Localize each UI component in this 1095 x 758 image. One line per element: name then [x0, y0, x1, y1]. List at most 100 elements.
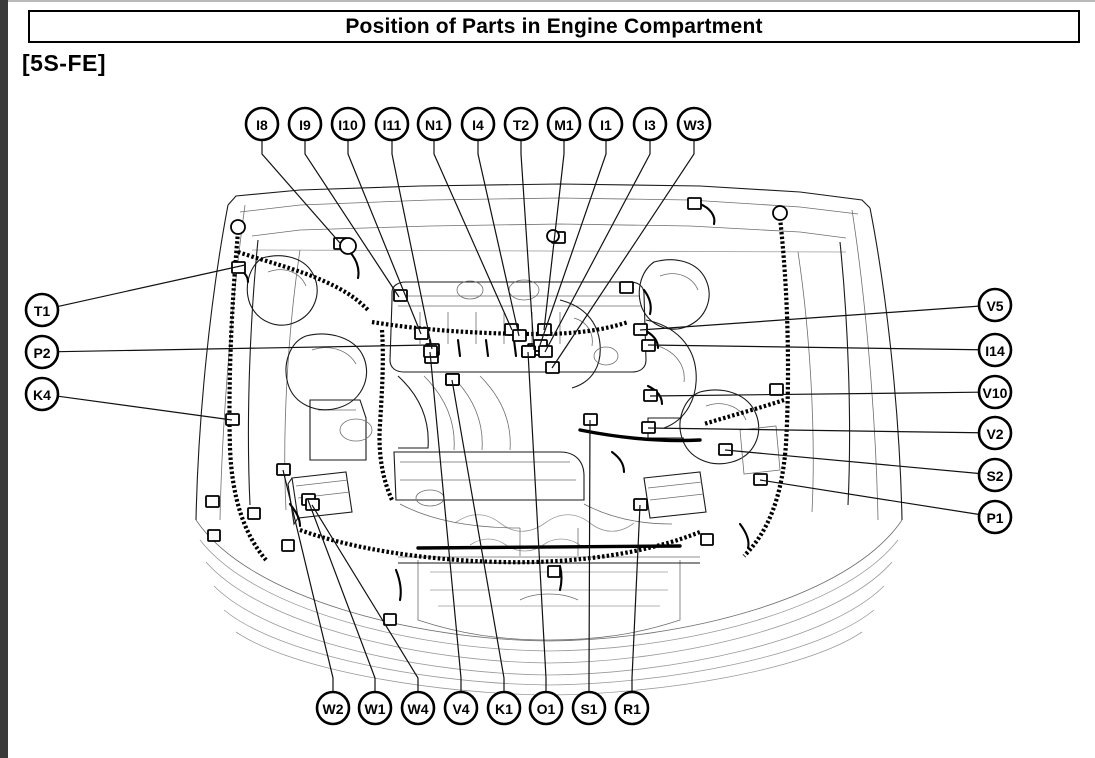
leader-line-w2 [282, 469, 334, 692]
callout-w1[interactable]: W1 [357, 690, 393, 726]
leader-line-m1 [543, 140, 565, 331]
vehicle-body-outline [195, 183, 903, 696]
callout-circle-v10[interactable] [977, 374, 1013, 410]
callout-label-w1: W1 [365, 701, 386, 717]
callout-i14[interactable]: I14 [977, 332, 1013, 368]
callout-circle-i9[interactable] [287, 106, 323, 142]
callout-w2[interactable]: W2 [315, 690, 351, 726]
leader-line-w4 [311, 504, 419, 692]
callout-v2[interactable]: V2 [977, 415, 1013, 451]
callout-label-s2: S2 [986, 468, 1003, 484]
callout-label-o1: O1 [537, 701, 556, 717]
callout-w4[interactable]: W4 [400, 690, 436, 726]
callout-i1[interactable]: I1 [588, 106, 624, 142]
leader-line-i1 [539, 140, 607, 346]
leader-line-k4 [57, 395, 233, 421]
callout-t2[interactable]: T2 [503, 106, 539, 142]
callout-circle-i3[interactable] [632, 106, 668, 142]
callout-i10[interactable]: I10 [330, 106, 366, 142]
callout-i4[interactable]: I4 [460, 106, 496, 142]
callout-p2[interactable]: P2 [24, 334, 60, 370]
callout-circle-w1[interactable] [357, 690, 393, 726]
callout-label-i4: I4 [472, 117, 484, 133]
callout-label-p1: P1 [986, 510, 1003, 526]
callout-s2[interactable]: S2 [977, 457, 1013, 493]
callout-s1[interactable]: S1 [571, 690, 607, 726]
callout-label-w2: W2 [323, 701, 344, 717]
callout-label-s1: S1 [580, 701, 597, 717]
callout-circle-n1[interactable] [416, 106, 452, 142]
page-title-box: Position of Parts in Engine Compartment [28, 10, 1080, 43]
callout-r1[interactable]: R1 [614, 690, 650, 726]
callout-circle-k4[interactable] [24, 376, 60, 412]
callout-circle-p1[interactable] [977, 499, 1013, 535]
leader-line-v5 [639, 305, 980, 331]
callout-circle-i4[interactable] [460, 106, 496, 142]
callout-t1[interactable]: T1 [24, 292, 60, 328]
callout-label-w3: W3 [684, 117, 705, 133]
callout-label-t1: T1 [34, 303, 51, 319]
leader-line-s2 [724, 449, 980, 475]
callout-circle-i10[interactable] [330, 106, 366, 142]
callout-label-t2: T2 [513, 117, 530, 133]
leader-line-v10 [649, 391, 980, 397]
callout-circle-w4[interactable] [400, 690, 436, 726]
engine-assembly [246, 255, 781, 529]
callout-circle-p2[interactable] [24, 334, 60, 370]
callout-label-p2: P2 [33, 345, 50, 361]
callout-circle-v5[interactable] [977, 287, 1013, 323]
callout-circle-v2[interactable] [977, 415, 1013, 451]
leader-line-t2 [520, 140, 535, 351]
callout-m1[interactable]: M1 [546, 106, 582, 142]
callout-circle-m1[interactable] [546, 106, 582, 142]
scan-left-edge [0, 0, 8, 758]
leader-line-s1 [588, 419, 591, 692]
leader-line-r1 [631, 504, 641, 692]
callout-label-m1: M1 [554, 117, 574, 133]
leader-line-i14 [647, 344, 980, 351]
callout-i8[interactable]: I8 [244, 106, 280, 142]
callout-label-v10: V10 [983, 385, 1008, 401]
callout-v5[interactable]: V5 [977, 287, 1013, 323]
callout-k4[interactable]: K4 [24, 376, 60, 412]
scan-top-rule [0, 0, 1095, 2]
callout-circle-o1[interactable] [528, 690, 564, 726]
leader-line-v2 [647, 427, 980, 434]
callout-circle-w2[interactable] [315, 690, 351, 726]
callout-label-i14: I14 [985, 343, 1005, 359]
callout-k1[interactable]: K1 [486, 690, 522, 726]
callout-circle-i8[interactable] [244, 106, 280, 142]
callout-label-r1: R1 [623, 701, 641, 717]
callout-i3[interactable]: I3 [632, 106, 668, 142]
callout-label-i8: I8 [256, 117, 268, 133]
callout-v10[interactable]: V10 [977, 374, 1013, 410]
callout-p1[interactable]: P1 [977, 499, 1013, 535]
callout-v4[interactable]: V4 [443, 690, 479, 726]
leader-line-p2 [57, 344, 431, 353]
leader-line-i11 [391, 140, 433, 350]
leader-line-w1 [307, 499, 376, 692]
callout-circle-i14[interactable] [977, 332, 1013, 368]
callout-label-i1: I1 [600, 117, 612, 133]
callout-i11[interactable]: I11 [374, 106, 410, 142]
callout-label-k1: K1 [495, 701, 513, 717]
callout-circle-i11[interactable] [374, 106, 410, 142]
callout-circle-t2[interactable] [503, 106, 539, 142]
callout-circle-t1[interactable] [24, 292, 60, 328]
callout-circle-i1[interactable] [588, 106, 624, 142]
callout-o1[interactable]: O1 [528, 690, 564, 726]
leader-line-i8 [261, 140, 341, 244]
callout-i9[interactable]: I9 [287, 106, 323, 142]
callout-circle-r1[interactable] [614, 690, 650, 726]
callout-label-k4: K4 [33, 387, 51, 403]
callout-circle-s1[interactable] [571, 690, 607, 726]
callout-circle-w3[interactable] [676, 106, 712, 142]
callout-circle-k1[interactable] [486, 690, 522, 726]
callout-w3[interactable]: W3 [676, 106, 712, 142]
callout-circle-v4[interactable] [443, 690, 479, 726]
callout-n1[interactable]: N1 [416, 106, 452, 142]
leader-line-k1 [451, 379, 505, 692]
callout-circle-s2[interactable] [977, 457, 1013, 493]
